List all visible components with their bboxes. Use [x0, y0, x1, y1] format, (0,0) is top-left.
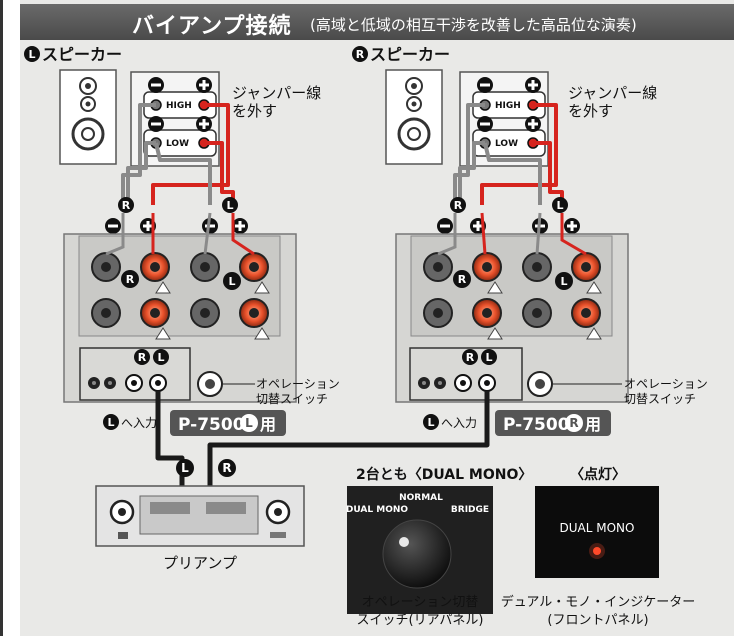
right-high-label: HIGH [495, 101, 521, 111]
right-model-mark: R [569, 416, 578, 430]
left-jumper-note-1: ジャンパー線 [232, 84, 321, 102]
left-speaker-title-text: スピーカー [42, 45, 122, 64]
preamp-unit [95, 485, 305, 547]
left-switch-label-2: 切替スイッチ [256, 392, 328, 406]
left-amp-wires [105, 212, 255, 256]
preamp-cable-marker-l: L [181, 461, 189, 475]
knob-option-bridge: BRIDGE [451, 505, 489, 515]
left-model-name: P-7500 [178, 415, 245, 435]
left-model-suffix: 用 [260, 415, 276, 434]
right-input-marker-l: L [485, 351, 492, 364]
right-amp-terminals [423, 252, 601, 328]
indicator-photo-heading: 〈点灯〉 [570, 466, 626, 483]
right-switch-label-1: オペレーション [624, 377, 708, 391]
right-cable-marker-r: R [454, 199, 463, 212]
header-subtitle: (高域と低域の相互干渉を改善した高品位な演奏) [310, 16, 637, 34]
left-speaker-cables [121, 103, 235, 205]
right-speaker-title-text: スピーカー [370, 45, 450, 64]
knob-caption-2: スイッチ(リアパネル) [357, 613, 484, 628]
right-input-label-text: へ入力 [441, 416, 477, 430]
indicator-photo: DUAL MONO [535, 486, 659, 578]
preamp-cable-marker-r-bg [218, 459, 236, 477]
right-speaker-cables [453, 103, 564, 205]
right-speaker-title-mark: R [356, 48, 365, 61]
right-jumper-note-1: ジャンパー線 [568, 84, 657, 102]
left-low-label: LOW [166, 139, 189, 149]
left-input-label-mark: L [107, 416, 114, 429]
right-jumper-note-2: を外す [568, 102, 613, 120]
right-amp-marker-l: L [560, 275, 567, 288]
preamp-cable-marker-l-bg [176, 459, 194, 477]
right-model-suffix: 用 [585, 415, 601, 434]
right-model-badge: P-7500 R 用 [495, 410, 611, 436]
knob-option-normal: NORMAL [399, 493, 443, 503]
left-input-label: L へ入力 [103, 414, 157, 430]
right-cable-markers: R L [437, 197, 580, 234]
left-switch-label-1: オペレーション [256, 377, 340, 391]
right-cable-marker-l: L [556, 199, 563, 212]
header-title: バイアンプ接続 [132, 14, 292, 39]
right-low-label: LOW [495, 139, 518, 149]
left-amplifier-panel: R L R L [63, 212, 297, 403]
right-amp-marker-r: R [458, 273, 467, 286]
knob-photo: DUAL MONO NORMAL BRIDGE [346, 486, 493, 614]
left-cable-marker-l: L [226, 199, 233, 212]
header-bar: バイアンプ接続 (高域と低域の相互干渉を改善した高品位な演奏) [20, 4, 734, 40]
right-switch-label-2: 切替スイッチ [624, 392, 696, 406]
indicator-caption-2: (フロントパネル) [547, 613, 648, 628]
preamp-caption: プリアンプ [163, 554, 237, 572]
left-cable-marker-r: R [122, 199, 131, 212]
page-edge-bar [0, 0, 3, 636]
left-input-label-text: へ入力 [121, 416, 157, 430]
indicator-caption-1: デュアル・モノ・インジケーター [501, 594, 696, 610]
right-speaker-cabinet [385, 69, 443, 165]
left-model-badge: P-7500 L 用 [170, 410, 286, 436]
knob-caption-1: オペレーション切替 [362, 595, 479, 610]
left-model-mark: L [245, 416, 253, 430]
left-speaker-cabinet [59, 69, 117, 165]
left-jumper-note-2: を外す [232, 102, 277, 120]
left-amp-terminals [91, 252, 269, 328]
left-speaker-title-mark: L [28, 48, 35, 61]
knob-photo-heading: 2台とも〈DUAL MONO〉 [356, 466, 532, 483]
left-input-marker-l: L [157, 351, 164, 364]
left-amp-marker-r: R [126, 273, 135, 286]
left-speaker-title: L スピーカー [24, 45, 122, 64]
right-amplifier-panel: R L R L [395, 212, 629, 403]
right-amp-wires [437, 212, 587, 256]
right-input-marker-r: R [466, 351, 475, 364]
left-amp-marker-l: L [228, 275, 235, 288]
left-input-marker-r: R [138, 351, 147, 364]
preamp-cable-marker-r: R [222, 461, 231, 475]
right-model-name: P-7500 [503, 415, 570, 435]
indicator-display-text: DUAL MONO [560, 521, 635, 535]
right-speaker-title: R スピーカー [352, 45, 450, 64]
left-cable-markers: R L [105, 197, 248, 234]
right-input-label-mark: L [427, 416, 434, 429]
knob-option-dual-mono: DUAL MONO [346, 505, 408, 515]
right-input-label: L へ入力 [423, 414, 477, 430]
left-high-label: HIGH [166, 101, 192, 111]
